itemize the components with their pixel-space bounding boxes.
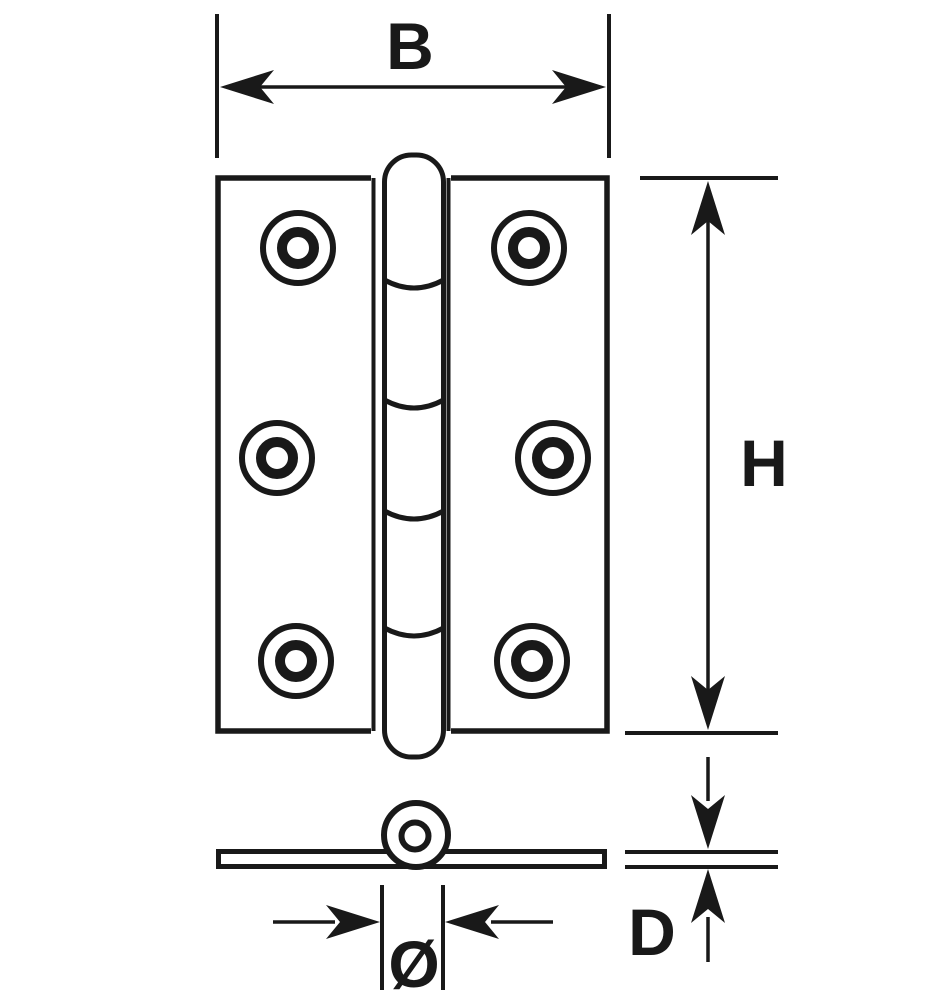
screw-hole-middle-right (515, 420, 591, 496)
knuckle-divider-2 (383, 397, 445, 411)
countersink-ring (515, 420, 591, 496)
dia-arrowhead-right (326, 905, 380, 939)
countersink-ring (260, 210, 336, 286)
b-arrowhead-left (220, 70, 274, 104)
screw-bore (256, 437, 298, 479)
dimension-width-B: B (215, 9, 611, 158)
right-leaf-outline (451, 175, 610, 734)
b-arrowhead-right (552, 70, 606, 104)
h-arrowhead-bottom (691, 676, 725, 730)
width-label: B (386, 9, 434, 83)
screw-hole-top-right (491, 210, 567, 286)
h-arrowhead-top (691, 181, 725, 235)
screw-bore (277, 227, 319, 269)
pin-hole (398, 819, 432, 853)
knuckle-divider-3 (383, 508, 445, 522)
dia-arrowhead-left (445, 905, 499, 939)
knuckle-divider-1 (383, 277, 445, 291)
screw-bore (511, 640, 553, 682)
knuckle-divider-4 (383, 625, 445, 639)
knuckle-ring (381, 800, 451, 870)
countersink-ring (239, 420, 315, 496)
countersink-ring (258, 623, 334, 699)
dimension-diameter: Ø (273, 885, 553, 1000)
diameter-label: Ø (388, 927, 439, 1000)
screw-hole-middle-left (239, 420, 315, 496)
screw-bore (532, 437, 574, 479)
hinge-side-view (216, 800, 607, 870)
dimension-thickness-D: D (625, 757, 778, 969)
d-arrowhead-up (691, 869, 725, 923)
hinge-front-view (215, 152, 610, 760)
screw-bore (275, 640, 317, 682)
pin-barrel (382, 152, 446, 760)
screw-bore (508, 227, 550, 269)
left-leaf-outline (215, 175, 371, 734)
thickness-label: D (628, 895, 676, 969)
screw-hole-top-left (260, 210, 336, 286)
screw-hole-bottom-left (258, 623, 334, 699)
height-label: H (740, 426, 788, 500)
hinge-diagram: B H D Ø (215, 9, 788, 1000)
d-arrowhead-down (691, 795, 725, 849)
screw-hole-bottom-right (494, 623, 570, 699)
countersink-ring (494, 623, 570, 699)
dimension-height-H: H (625, 176, 788, 735)
countersink-ring (491, 210, 567, 286)
